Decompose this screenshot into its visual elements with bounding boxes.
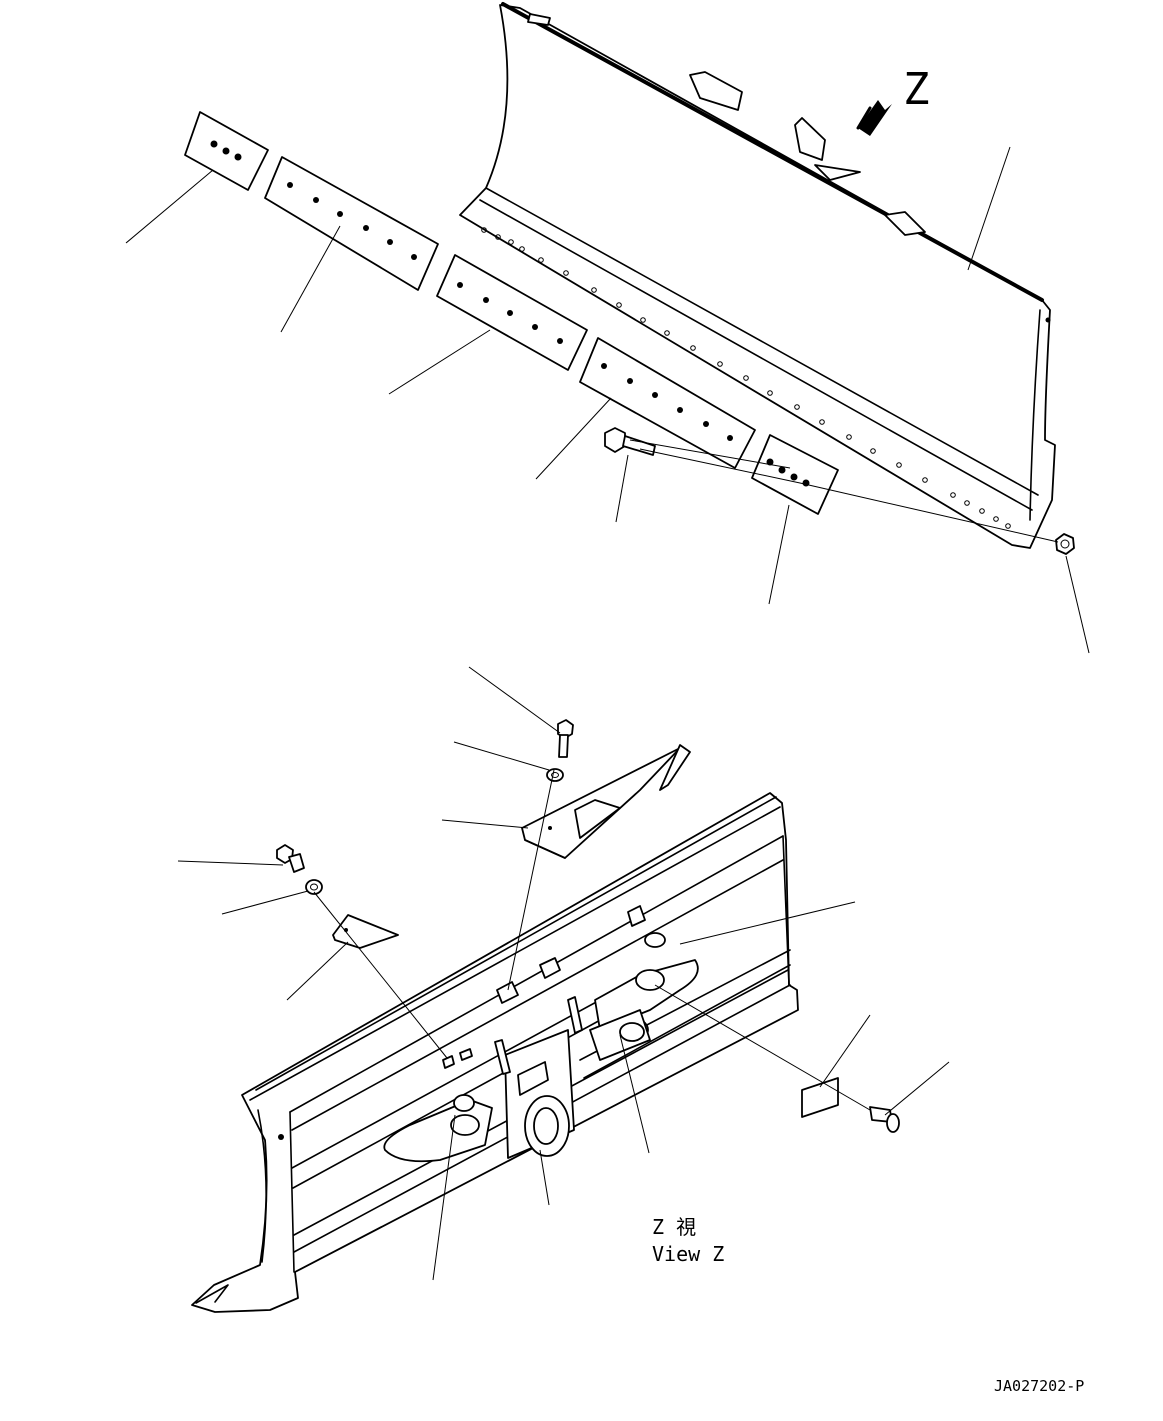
small-bracket [332, 914, 399, 949]
leader-lines-lower [177, 666, 950, 1281]
cutting-edge-3 [579, 337, 756, 469]
view-caption-line2: View Z [652, 1242, 724, 1266]
nameplate [801, 1077, 839, 1118]
nameplate-screw [869, 1106, 900, 1133]
plate-washer [546, 768, 564, 782]
cutting-edge-2 [436, 254, 588, 371]
blade-front-assembly [459, 2, 1056, 549]
cutting-edge-nut [1055, 533, 1075, 555]
blade-body [459, 4, 1056, 549]
blade-rear-assembly [191, 792, 799, 1313]
end-bit-right [751, 434, 839, 515]
bracket-bolt [276, 844, 305, 873]
view-caption-line1: Z 視 [652, 1215, 696, 1239]
cover-plate [521, 744, 691, 859]
drawing-id: JA027202-P [994, 1377, 1084, 1395]
view-z-arrow [856, 100, 892, 136]
end-bit-left [184, 111, 269, 191]
plate-bolt [557, 719, 574, 758]
bracket-washer [305, 879, 323, 895]
leader-lines-upper [125, 146, 1090, 654]
cutting-edge-1 [264, 156, 439, 291]
view-marker-label: Z [903, 64, 930, 115]
rail-holes [481, 227, 1011, 529]
